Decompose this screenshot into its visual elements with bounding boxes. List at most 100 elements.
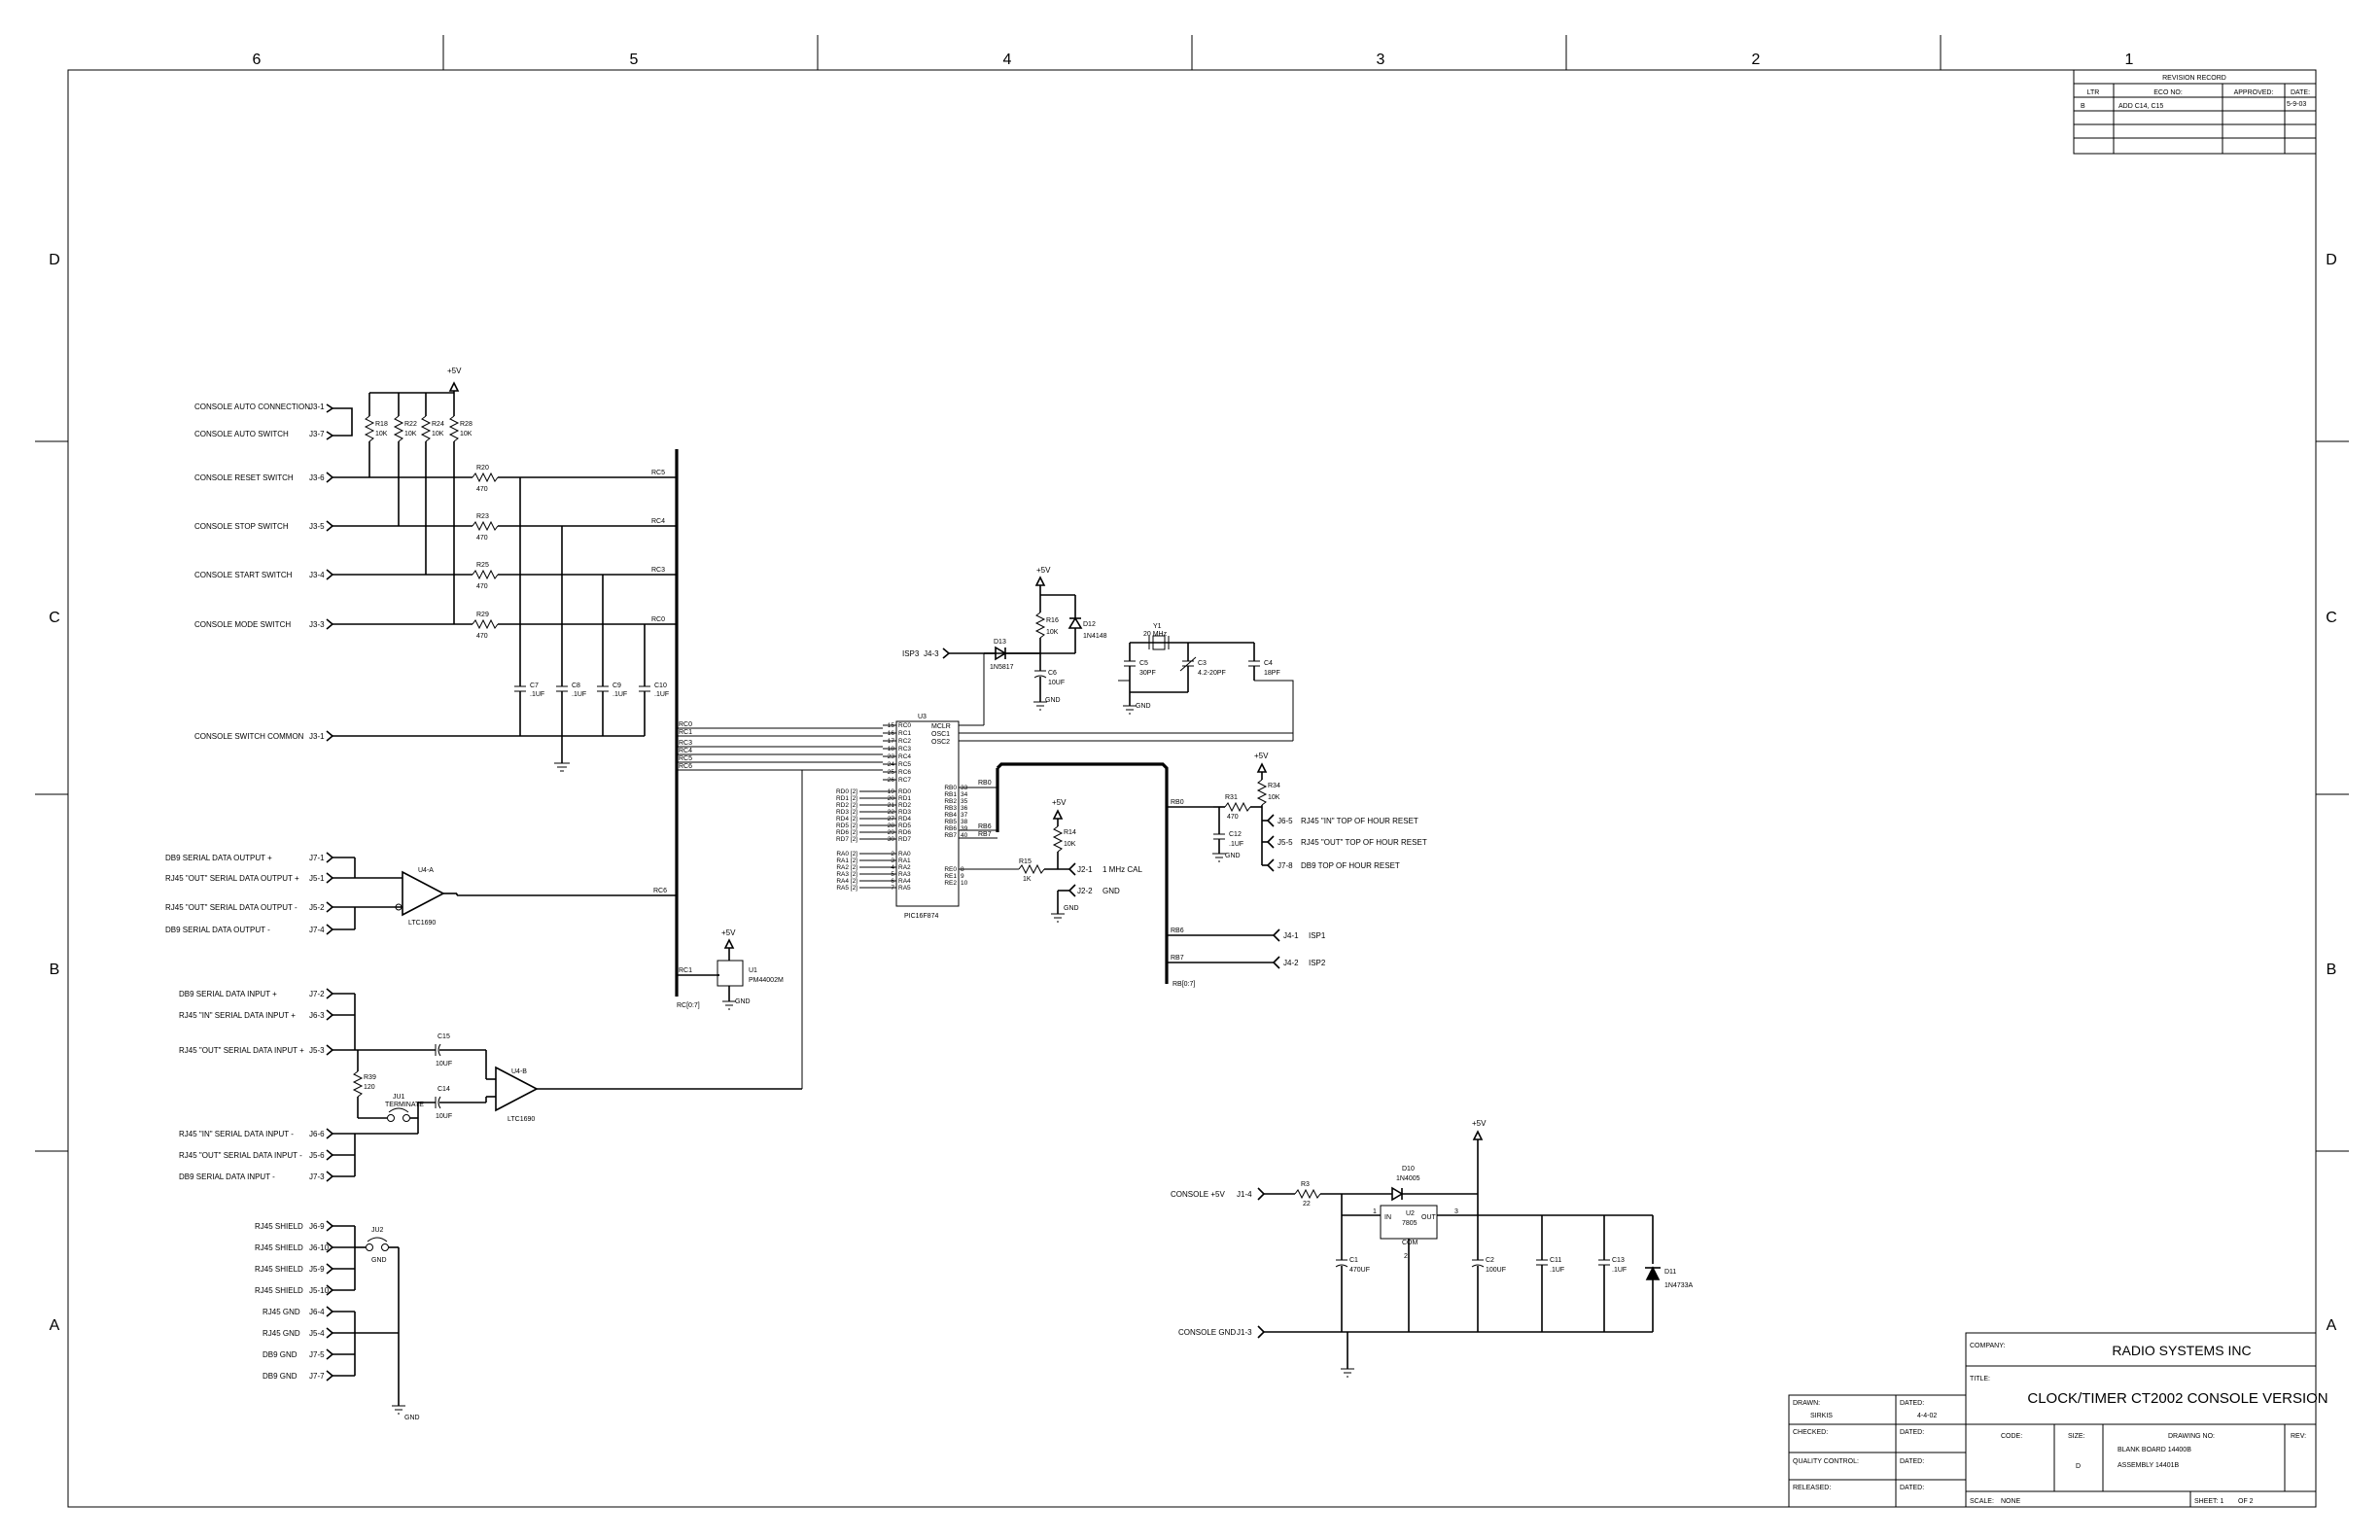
auto-sw-label: CONSOLE AUTO SWITCH [194,430,289,438]
rb7-tap-label: RB7 [978,831,992,838]
bus-rc5-tap: RC5 [679,755,692,762]
gnd-symbol-switch [554,762,570,772]
gnd3-label: DB9 GND [262,1350,298,1359]
u3-pin-rd6-name: RD6 [898,829,911,836]
revision-header-eco: ECO NO: [2153,89,2183,96]
r29-value: 470 [476,633,488,640]
u4b-ref: U4-B [511,1068,527,1075]
c12-ref: C12 [1229,831,1242,838]
c6-ref: C6 [1048,670,1057,677]
db9-in-p-label: DB9 SERIAL DATA INPUT + [179,990,277,998]
u3-pin-rd1-name: RD1 [898,795,911,802]
qc-dated-label: DATED: [1900,1458,1924,1465]
bus-rc6-tap: RC6 [679,763,692,770]
bus-rc6-label: RC6 [653,888,667,894]
auto-conn-label: CONSOLE AUTO CONNECTION [194,402,310,411]
revision-ltr: B [2081,103,2085,110]
r18-ref: R18 [375,421,388,428]
d13-value: 1N5817 [990,664,1014,671]
top-of-hour-reset: +5V R34 10K R31 470 C12 .1UF GND J6-5 RJ… [1212,752,1427,872]
u3-pin-re2-name: RE2 [944,880,957,887]
u3-pin-rd0-name: RD0 [898,788,911,795]
released-dated-label: DATED: [1900,1485,1924,1491]
r23-ref: R23 [476,513,489,520]
power-supply-section: CONSOLE +5V J1-4 R3 22 D10 1N4005 +5V 1 … [1171,1119,1694,1378]
scale-value: NONE [2001,1498,2021,1505]
revision-title: REVISION RECORD [2162,75,2226,82]
isp1-pin: J4-1 [1283,931,1299,940]
u3-mclr: MCLR [931,723,951,730]
serial-input-section: DB9 SERIAL DATA INPUT + J7-2 RJ45 "IN" S… [179,988,802,1182]
u3-rd0-offsheet-label: RD0 [2] [836,788,858,795]
net-rc5-label: RC5 [651,470,665,476]
u3-rd7-offsheet-label: RD7 [2] [836,836,858,843]
drawing-title: CLOCK/TIMER CT2002 CONSOLE VERSION [2027,1390,2328,1407]
zone-row-d-left: D [49,252,60,268]
qc-label: QUALITY CONTROL: [1793,1458,1859,1465]
cal-gnd-pin: J2-2 [1077,887,1093,895]
company-label: COMPANY: [1970,1343,2005,1349]
code-label: CODE: [2001,1433,2022,1440]
u4b-part: LTC1690 [508,1116,535,1123]
u3-pin-rc4-name: RC4 [898,753,911,760]
u3-osc2: OSC2 [931,739,950,746]
bus-rc3-tap: RC3 [679,740,692,747]
rb-bus-label: RB[0:7] [1172,981,1195,988]
r15-value: 1K [1023,876,1032,883]
u3-pin-ra3-name: RA3 [898,871,911,878]
r25-ref: R25 [476,562,489,569]
oscillator-circuit: Y1 20 MHz C5 30PF C3 4.2-20PF C4 18PF GN… [1118,623,1280,715]
u3-ra2-offsheet-label: RA2 [2] [836,864,858,871]
stop-sw-pin: J3-5 [309,522,325,531]
u3-pin-rd7-name: RD7 [898,836,911,843]
checked-dated-label: DATED: [1900,1429,1924,1436]
u3-part: PIC16F874 [904,913,939,920]
u3-osc1: OSC1 [931,731,950,738]
bus-rc0-tap: RC0 [679,721,692,728]
c6-value: 10UF [1048,680,1065,686]
zone-row-a-left: A [50,1317,60,1334]
db9-out-m-pin: J7-4 [309,926,325,934]
u3-pin-rd4-name: RD4 [898,816,911,822]
rc-bus: RC[0:7] RC0 RC1 RC3 RC4 RC5 RC6 RC6 RC1 [457,449,883,1089]
d13-ref: D13 [994,639,1006,646]
r18-value: 10K [375,431,388,438]
u1-p5v-label: +5V [721,928,736,937]
start-sw-pin: J3-4 [309,571,325,579]
tohr-out-pin: J5-5 [1278,838,1293,847]
d11-ref: D11 [1664,1269,1676,1276]
ju2-ref: JU2 [371,1227,384,1234]
r15-ref: R15 [1019,858,1032,865]
u3-pin-rb1-num: 34 [961,791,968,798]
r20-value: 470 [476,486,488,493]
db9-in-m-label: DB9 SERIAL DATA INPUT - [179,1172,275,1181]
reset-gnd-label: GND [1045,697,1061,704]
drawn-dated-label: DATED: [1900,1400,1924,1407]
u3-pin-ra4-name: RA4 [898,878,911,885]
u3-pin-ra2-name: RA2 [898,864,911,871]
d10-ref: D10 [1402,1166,1415,1172]
mode-sw-pin: J3-3 [309,620,325,629]
tohr-out-label: RJ45 "OUT" TOP OF HOUR RESET [1301,838,1427,847]
drawn-label: DRAWN: [1793,1400,1820,1407]
u3-pin-rc3-name: RC3 [898,746,911,752]
zone-col-4: 4 [1003,52,1012,68]
db9-out-p-pin: J7-1 [309,854,325,862]
ju2-label: GND [371,1257,387,1264]
isp2-label: ISP2 [1309,959,1326,967]
u2-ref: U2 [1406,1210,1415,1217]
rj45-out-in-m-pin: J5-6 [309,1151,325,1160]
u3-pin-rb6-name: RB6 [944,825,957,832]
rj45-in-in-p-pin: J6-3 [309,1011,325,1020]
u2-pin2: 2 [1404,1253,1408,1260]
cal-gnd-net: GND [1064,905,1079,912]
u3-pin-rb1-name: RB1 [944,791,957,798]
cal-p5v-label: +5V [1052,798,1067,807]
c10-ref: C10 [654,682,667,689]
tohr-p5v-label: +5V [1254,752,1269,760]
zone-col-5: 5 [630,52,639,68]
r22-ref: R22 [404,421,417,428]
u3-pin-rb0-name: RB0 [944,785,957,791]
bus-rc1-tap: RC1 [679,729,692,736]
db9-out-p-label: DB9 SERIAL DATA OUTPUT + [165,854,272,862]
